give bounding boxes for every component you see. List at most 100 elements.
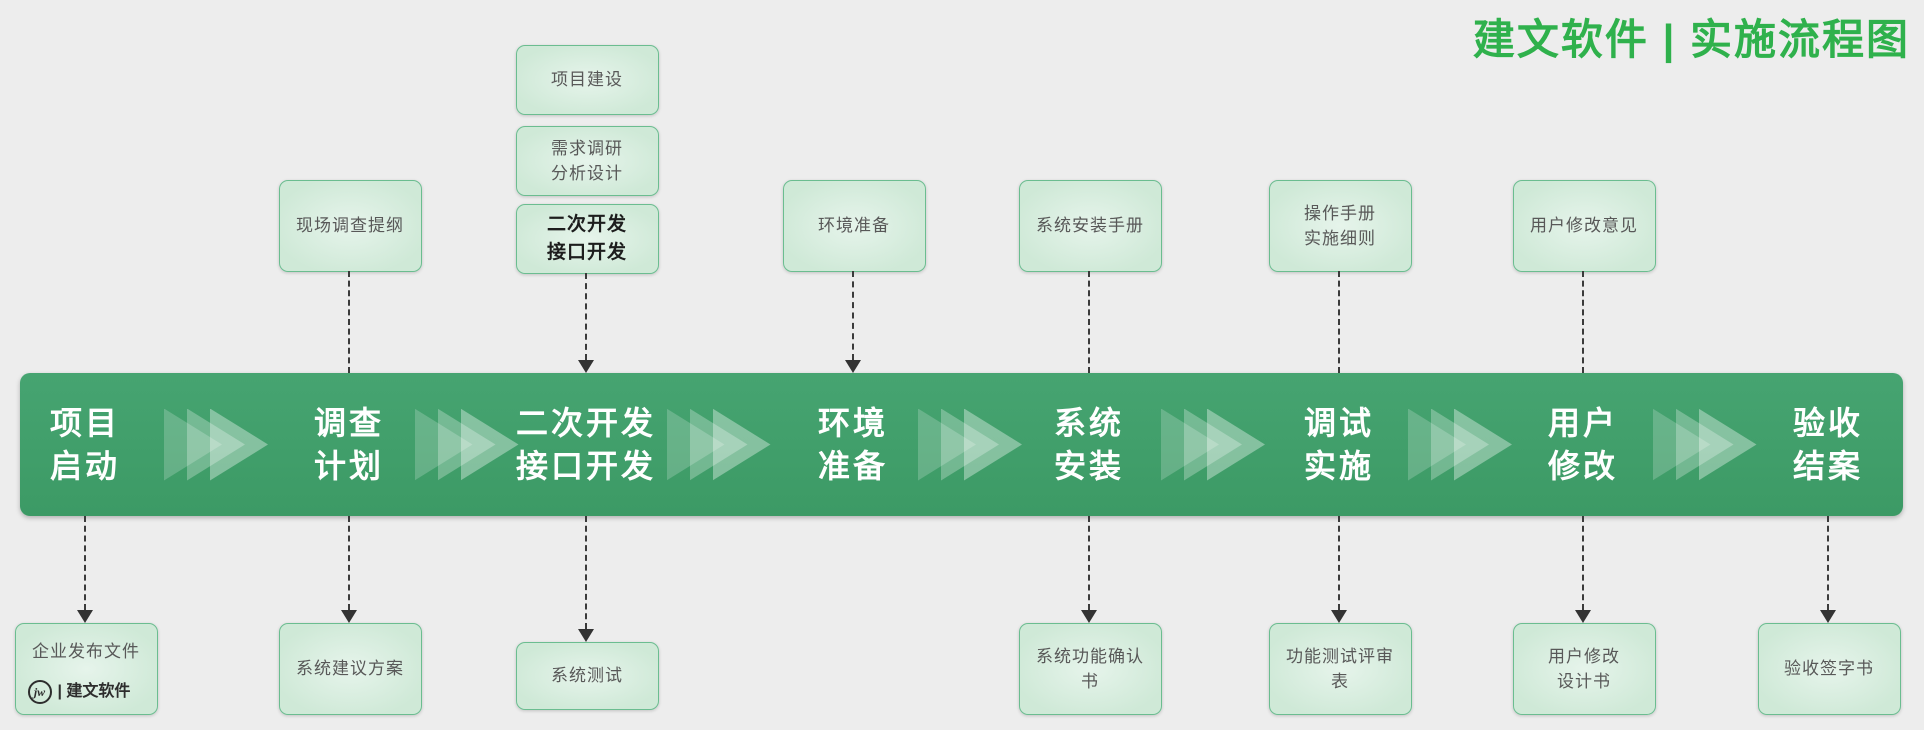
stage-user-modify: 用户修改 bbox=[1548, 373, 1618, 516]
flow-chevrons-icon bbox=[1408, 408, 1514, 481]
doc-line: 系统功能确认 bbox=[1036, 646, 1144, 666]
doc-text: 现场调查提纲 bbox=[296, 213, 404, 239]
top-doc-secondary-dev-1: 需求调研分析设计 bbox=[515, 126, 659, 196]
chevron-right-icon bbox=[1207, 408, 1265, 481]
chevron-right-icon bbox=[460, 408, 519, 481]
doc-text: 验收签字书 bbox=[1784, 656, 1874, 682]
doc-line: 二次开发 bbox=[546, 213, 627, 235]
jw-logo-icon: jw bbox=[27, 680, 52, 704]
doc-line: 表 bbox=[1331, 672, 1349, 691]
doc-line: 接口开发 bbox=[515, 447, 657, 484]
doc-line: 功能测试评审 bbox=[1286, 646, 1394, 666]
doc-line: 结案 bbox=[1792, 447, 1864, 484]
doc-line: 系统安装手册 bbox=[1036, 216, 1144, 236]
doc-text: 功能测试评审表 bbox=[1286, 644, 1394, 695]
flow-chevrons-icon bbox=[666, 408, 773, 481]
top-doc-secondary-dev-0: 项目建设 bbox=[515, 45, 659, 115]
doc-line: 现场调查提纲 bbox=[296, 216, 404, 236]
top-doc-env-prep-0: 环境准备 bbox=[782, 180, 926, 272]
arrowhead-down-icon bbox=[578, 629, 594, 642]
chevron-right-icon bbox=[210, 408, 268, 481]
flow-chevrons-icon bbox=[1652, 408, 1759, 481]
flow-chevrons-icon bbox=[414, 408, 521, 481]
arrowhead-down-icon bbox=[1820, 610, 1836, 623]
stage-acceptance: 验收结案 bbox=[1793, 373, 1863, 516]
doc-line: 项目建设 bbox=[551, 70, 623, 90]
doc-text: 需求调研分析设计 bbox=[551, 136, 623, 187]
top-doc-debug-impl-0: 操作手册实施细则 bbox=[1268, 180, 1412, 272]
doc-text: 系统功能确认书 bbox=[1036, 644, 1144, 695]
doc-line: 二次开发 bbox=[515, 404, 657, 441]
doc-line: 项目 bbox=[49, 404, 121, 441]
stage-survey-plan: 调查计划 bbox=[314, 373, 384, 516]
doc-line: 安装 bbox=[1053, 447, 1125, 484]
doc-line: 操作手册 bbox=[1304, 203, 1376, 223]
doc-line: 分析设计 bbox=[551, 164, 623, 183]
process-band: 项目启动 调查计划 二次开发接口开发 环境准备 系统安装 调试实施 用户修改 验收结案 bbox=[20, 373, 1903, 516]
doc-text: 系统建议方案 bbox=[296, 656, 404, 682]
arrowhead-down-icon bbox=[1081, 610, 1097, 623]
chevron-right-icon bbox=[964, 408, 1022, 481]
doc-text: 用户修改意见 bbox=[1530, 213, 1638, 239]
doc-text: 系统安装手册 bbox=[1036, 213, 1144, 239]
top-doc-user-modify-0: 用户修改意见 bbox=[1512, 180, 1656, 272]
arrow-top-debug-impl bbox=[1338, 271, 1340, 373]
doc-line: 准备 bbox=[817, 447, 889, 484]
doc-text: 二次开发接口开发 bbox=[547, 211, 627, 268]
brand-logo: jw | 建文软件 bbox=[27, 680, 131, 704]
arrowhead-down-icon bbox=[1575, 610, 1591, 623]
arrow-top-sys-install bbox=[1088, 271, 1090, 373]
flow-chevrons-icon bbox=[918, 408, 1024, 481]
stage-project-start: 项目启动 bbox=[50, 373, 120, 516]
doc-line: 用户修改 bbox=[1548, 646, 1620, 666]
stage-env-prep: 环境准备 bbox=[818, 373, 888, 516]
bottom-doc-project-start: 企业发布文件 jw | 建文软件 bbox=[14, 623, 158, 715]
arrowhead-down-icon bbox=[578, 360, 594, 373]
doc-line: 设计书 bbox=[1557, 672, 1611, 691]
doc-text: 用户修改设计书 bbox=[1548, 644, 1620, 695]
arrowhead-down-icon bbox=[845, 360, 861, 373]
bottom-doc-debug-impl: 功能测试评审表 bbox=[1268, 623, 1412, 715]
doc-line: 企业发布文件 bbox=[32, 642, 140, 662]
bottom-doc-survey-plan: 系统建议方案 bbox=[278, 623, 422, 715]
stage-sys-install: 系统安装 bbox=[1054, 373, 1124, 516]
doc-line: 书 bbox=[1081, 672, 1099, 691]
doc-text: 操作手册实施细则 bbox=[1304, 201, 1376, 252]
doc-line: 验收 bbox=[1792, 404, 1864, 441]
arrow-top-user-modify bbox=[1582, 271, 1584, 373]
doc-line: 系统建议方案 bbox=[296, 659, 404, 679]
doc-line: 调试 bbox=[1303, 404, 1375, 441]
doc-line: 实施 bbox=[1303, 447, 1375, 484]
arrow-top-survey-plan bbox=[348, 271, 350, 373]
stage-debug-impl: 调试实施 bbox=[1304, 373, 1374, 516]
doc-text: 系统测试 bbox=[551, 663, 623, 689]
doc-line: 用户 bbox=[1547, 404, 1619, 441]
chevron-right-icon bbox=[1698, 408, 1757, 481]
doc-text: 环境准备 bbox=[818, 213, 890, 239]
chevron-right-icon bbox=[1454, 408, 1512, 481]
arrow-bottom-debug-impl bbox=[1338, 516, 1340, 610]
brand-logo-text: | 建文软件 bbox=[57, 683, 131, 700]
doc-text: 项目建设 bbox=[551, 67, 623, 93]
arrow-bottom-acceptance bbox=[1827, 516, 1829, 610]
doc-line: 调查 bbox=[313, 404, 385, 441]
top-doc-survey-plan-0: 现场调查提纲 bbox=[278, 180, 422, 272]
arrow-bottom-sys-install bbox=[1088, 516, 1090, 610]
chevron-right-icon bbox=[712, 408, 771, 481]
bottom-doc-secondary-dev: 系统测试 bbox=[515, 642, 659, 710]
arrow-bottom-project-start bbox=[84, 516, 86, 610]
doc-line: 环境准备 bbox=[818, 216, 890, 236]
doc-line: 接口开发 bbox=[546, 242, 627, 263]
doc-line: 实施细则 bbox=[1304, 229, 1376, 248]
flow-chevrons-icon bbox=[164, 408, 270, 481]
doc-line: 系统测试 bbox=[551, 666, 623, 686]
top-doc-sys-install-0: 系统安装手册 bbox=[1018, 180, 1162, 272]
doc-line: 环境 bbox=[817, 404, 889, 441]
arrowhead-down-icon bbox=[77, 610, 93, 623]
doc-text: 企业发布文件 bbox=[32, 624, 140, 680]
stage-secondary-dev: 二次开发接口开发 bbox=[516, 373, 656, 516]
doc-line: 计划 bbox=[313, 447, 385, 484]
flow-chevrons-icon bbox=[1161, 408, 1267, 481]
arrowhead-down-icon bbox=[341, 610, 357, 623]
